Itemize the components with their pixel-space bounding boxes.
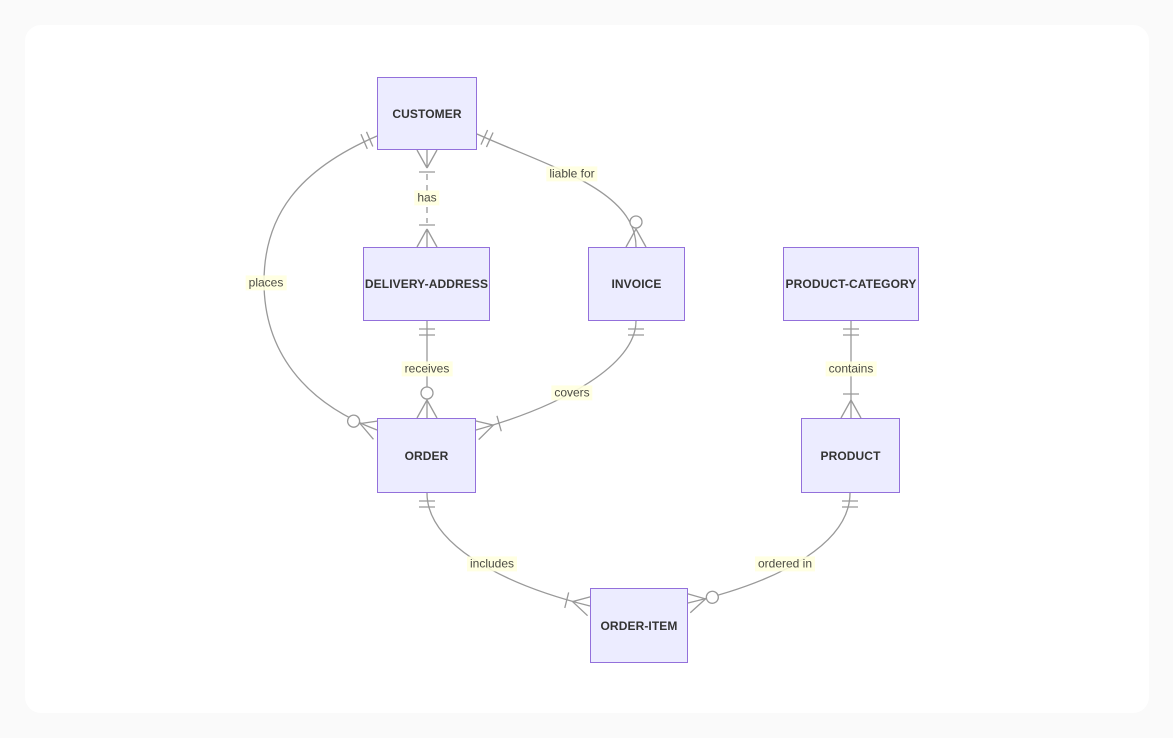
relationship-label-ordered-in: ordered in — [754, 556, 816, 572]
relationship-line-covers — [473, 320, 644, 441]
relationship-has-cardinality-glyphs — [416, 149, 438, 248]
relationship-label-liable-for: liable for — [546, 166, 598, 182]
relationship-line-liable-for — [476, 129, 647, 248]
entity-product-category: PRODUCT-CATEGORY — [783, 247, 919, 321]
relationship-label-contains: contains — [825, 361, 877, 377]
entity-delivery-address: DELIVERY-ADDRESS — [363, 247, 490, 321]
relationship-label-covers: covers — [551, 385, 593, 401]
relationship-label-places: places — [245, 275, 287, 291]
relationship-label-includes: includes — [466, 556, 518, 572]
entity-product: PRODUCT — [801, 418, 900, 493]
entity-order: ORDER — [377, 418, 476, 493]
relationship-line-includes — [419, 492, 593, 617]
relationship-label-receives: receives — [401, 361, 453, 377]
relationship-line-ordered-in — [685, 492, 858, 614]
entity-invoice: INVOICE — [588, 247, 685, 321]
entity-order-item: ORDER-ITEM — [590, 588, 688, 663]
entity-customer: CUSTOMER — [377, 77, 477, 150]
relationship-label-has: has — [414, 190, 440, 206]
